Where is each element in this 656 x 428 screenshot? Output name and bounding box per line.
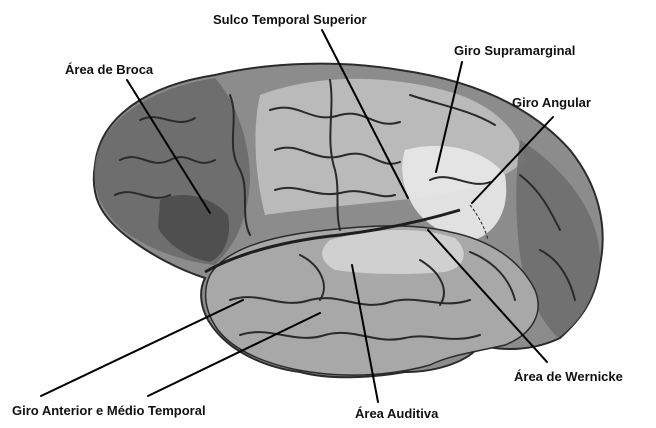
label-sulco-temporal-superior: Sulco Temporal Superior <box>213 12 367 27</box>
label-giro-angular: Giro Angular <box>512 95 591 110</box>
label-giro-supramarginal: Giro Supramarginal <box>454 43 575 58</box>
label-giro-anterior-medio-temporal: Giro Anterior e Médio Temporal <box>12 403 206 418</box>
label-area-de-broca: Área de Broca <box>65 62 154 77</box>
label-area-auditiva: Área Auditiva <box>355 406 439 421</box>
label-area-de-wernicke: Área de Wernicke <box>514 369 623 384</box>
leader-giro-anterior-1 <box>41 300 243 396</box>
wernicke-auditory-region <box>322 230 464 274</box>
brain-illustration <box>94 64 603 378</box>
